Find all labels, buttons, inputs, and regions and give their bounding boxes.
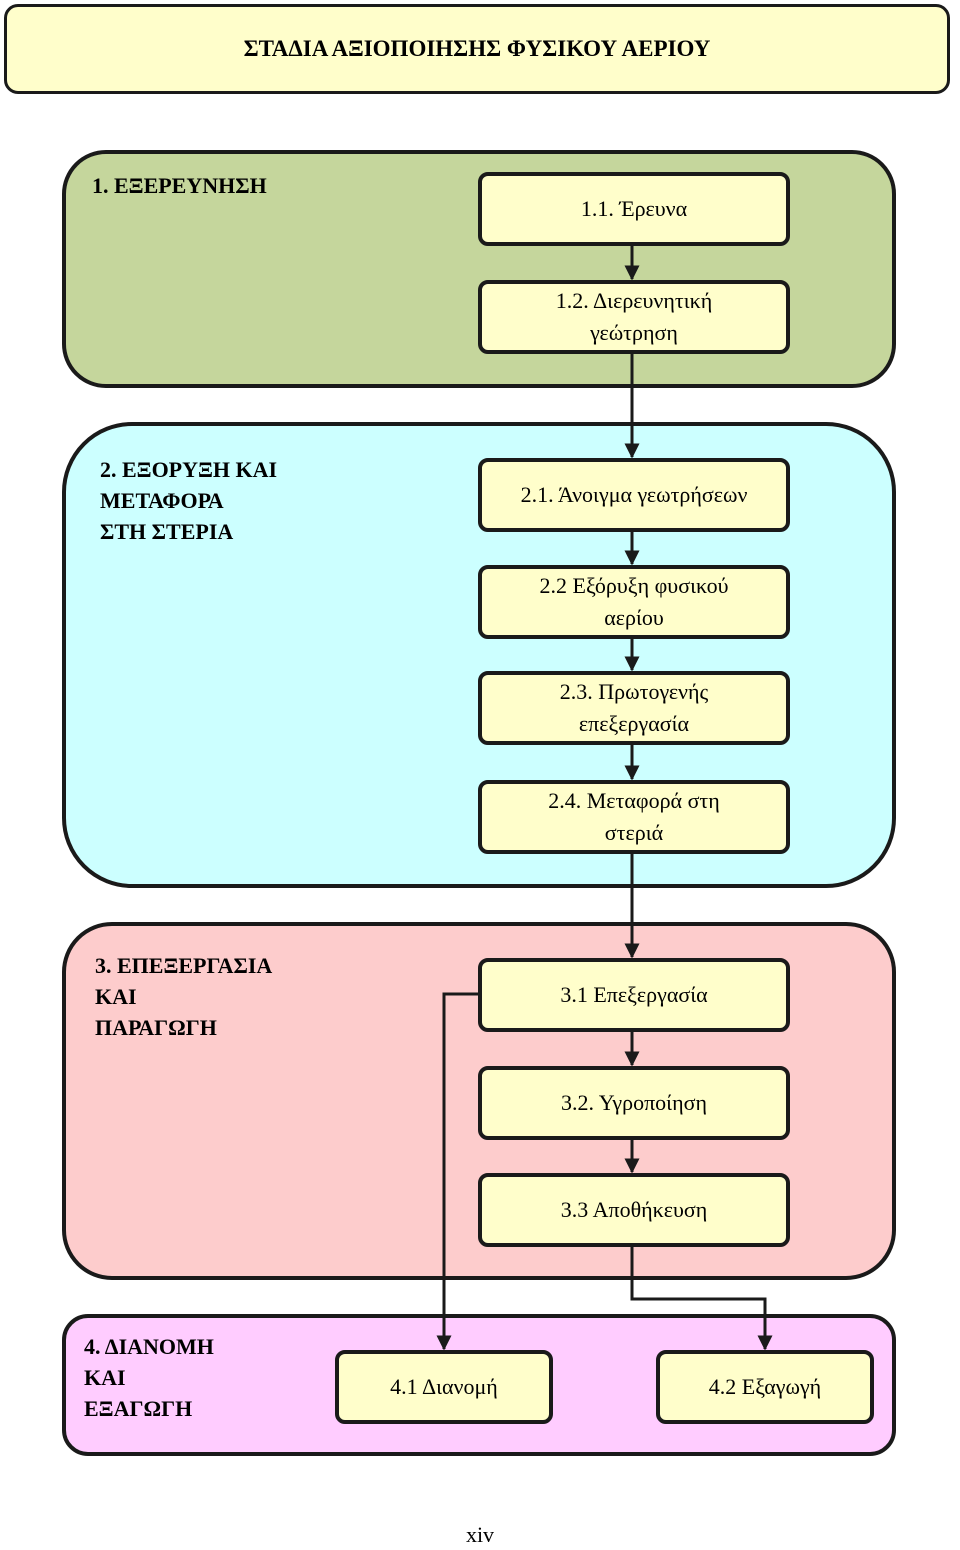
page-number: xiv [465, 1522, 495, 1547]
stage-exploration-label: 1. ΕΞΕΡΕΥΝΗΣΗ [92, 173, 267, 198]
stage-extraction-label: 2. ΕΞΟΡΥΞΗ ΚΑΙ ΜΕΤΑΦΟΡΑ ΣΤΗ ΣΤΕΡΙΑ [100, 457, 278, 544]
stage-processing-label: 3. ΕΠΕΞΕΡΓΑΣΙΑ ΚΑΙ ΠΑΡΑΓΩΓΗ [95, 953, 273, 1040]
step-storage: 3.3 Αποθήκευση [478, 1173, 790, 1247]
step-processing: 3.1 Επεξεργασία [478, 958, 790, 1032]
step-well-opening: 2.1. Άνοιγμα γεωτρήσεων [478, 458, 790, 532]
step-primary-processing: 2.3. Πρωτογενής επεξεργασία [478, 671, 790, 745]
diagram-title: ΣΤΑΔΙΑ ΑΞΙΟΠΟΙΗΣΗΣ ΦΥΣΙΚΟΥ ΑΕΡΙΟΥ [4, 4, 950, 94]
step-exploratory-drilling: 1.2. Διερευνητική γεώτρηση [478, 280, 790, 354]
step-export: 4.2 Εξαγωγή [656, 1350, 874, 1424]
step-liquefaction: 3.2. Υγροποίηση [478, 1066, 790, 1140]
stage-distribution-label: 4. ΔΙΑΝΟΜΗ ΚΑΙ ΕΞΑΓΩΓΗ [84, 1334, 214, 1421]
step-research: 1.1. Έρευνα [478, 172, 790, 246]
step-gas-extraction: 2.2 Εξόρυξη φυσικού αερίου [478, 565, 790, 639]
step-distribution: 4.1 Διανομή [335, 1350, 553, 1424]
step-transport-onshore: 2.4. Μεταφορά στη στεριά [478, 780, 790, 854]
